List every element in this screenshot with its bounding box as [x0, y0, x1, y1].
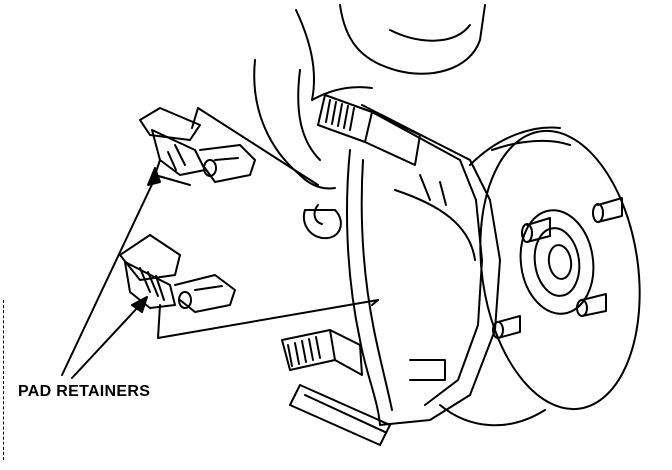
- wheel-studs: [492, 197, 623, 339]
- lower-caliper-bolt: [281, 329, 363, 376]
- upper-pad-retainer: [139, 107, 319, 186]
- brake-rotor: [439, 126, 641, 427]
- callout-arrows: [61, 167, 161, 379]
- wheel-hub: [519, 209, 595, 315]
- upper-caliper-bolt: [317, 94, 421, 166]
- page-edge-mark: [3, 300, 5, 460]
- pad-retainers-label: PAD RETAINERS: [18, 383, 151, 400]
- brake-caliper-bracket: [289, 104, 501, 446]
- steering-knuckle: [253, 4, 486, 240]
- lower-pad-retainer: [119, 234, 379, 339]
